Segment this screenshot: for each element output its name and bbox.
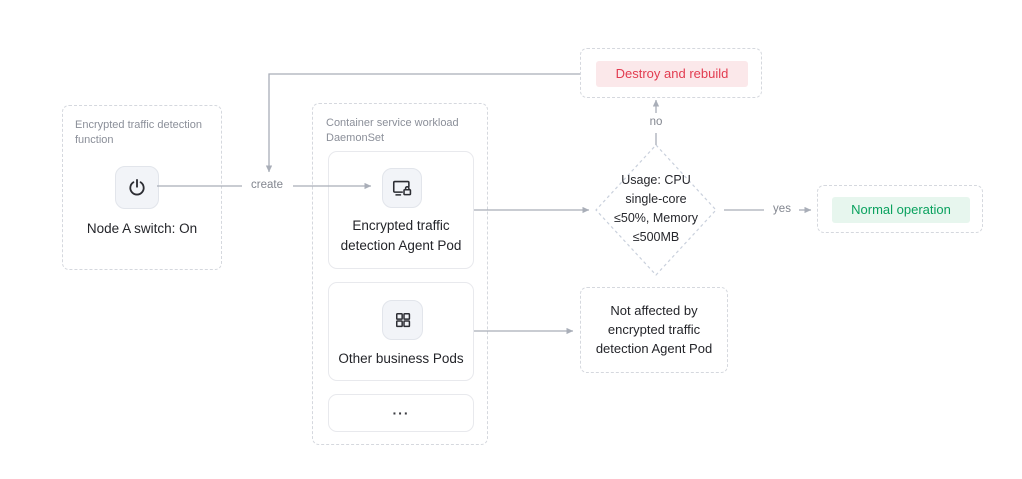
not-affected-box: Not affected by encrypted traffic detect…	[580, 287, 728, 373]
edge-label-no: no	[641, 116, 671, 128]
power-icon	[129, 178, 145, 195]
workload-group-box: Container service workload DaemonSet Enc…	[312, 103, 488, 445]
node-switch-text: Node A switch: On	[86, 221, 198, 236]
function-group-box: Encrypted traffic detection function Nod…	[62, 105, 222, 270]
decision-text-line4: ≤500MB	[632, 230, 680, 244]
grid-icon	[395, 313, 410, 328]
destroy-badge: Destroy and rebuild	[596, 61, 748, 87]
agent-pod-label-line1: Encrypted traffic	[352, 218, 450, 233]
function-group-label-line1: Encrypted traffic detection	[75, 119, 202, 131]
decision-text: Usage: CPU single-core ≤50%, Memory ≤500…	[596, 171, 716, 247]
business-pods-card: Other business Pods	[328, 282, 474, 381]
agent-pod-label-line2: detection Agent Pod	[340, 238, 462, 253]
normal-badge: Normal operation	[832, 197, 970, 223]
decision-text-line3: ≤50%, Memory	[614, 211, 698, 225]
decision-text-line1: Usage: CPU	[621, 173, 691, 187]
edge-label-yes: yes	[765, 203, 799, 215]
not-affected-line1: Not affected by	[610, 303, 698, 318]
workload-group-label: Container service workload DaemonSet	[326, 116, 476, 146]
monitor-lock-icon	[392, 180, 412, 196]
power-tile	[115, 166, 159, 209]
destroy-outcome-box: Destroy and rebuild	[580, 48, 762, 98]
not-affected-line3: detection Agent Pod	[595, 341, 713, 356]
edge-label-create: create	[243, 179, 291, 191]
normal-outcome-box: Normal operation	[817, 185, 983, 233]
agent-pod-label: Encrypted traffic detection Agent Pod	[329, 216, 473, 256]
not-affected-text: Not affected by encrypted traffic detect…	[581, 301, 727, 358]
function-group-label: Encrypted traffic detection function	[75, 118, 215, 148]
business-pods-label: Other business Pods	[338, 351, 464, 366]
decision-text-line2: single-core	[625, 192, 687, 206]
workload-group-label-line1: Container service workload	[326, 117, 459, 129]
function-group-label-line2: function	[75, 134, 114, 146]
business-pods-tile	[382, 300, 423, 340]
ellipsis-text: ···	[392, 405, 410, 421]
workload-group-label-line2: DaemonSet	[326, 132, 385, 144]
agent-pod-card: Encrypted traffic detection Agent Pod	[328, 151, 474, 269]
not-affected-line2: encrypted traffic	[607, 322, 701, 337]
agent-pod-tile	[382, 168, 422, 208]
more-pods-card: ···	[328, 394, 474, 432]
